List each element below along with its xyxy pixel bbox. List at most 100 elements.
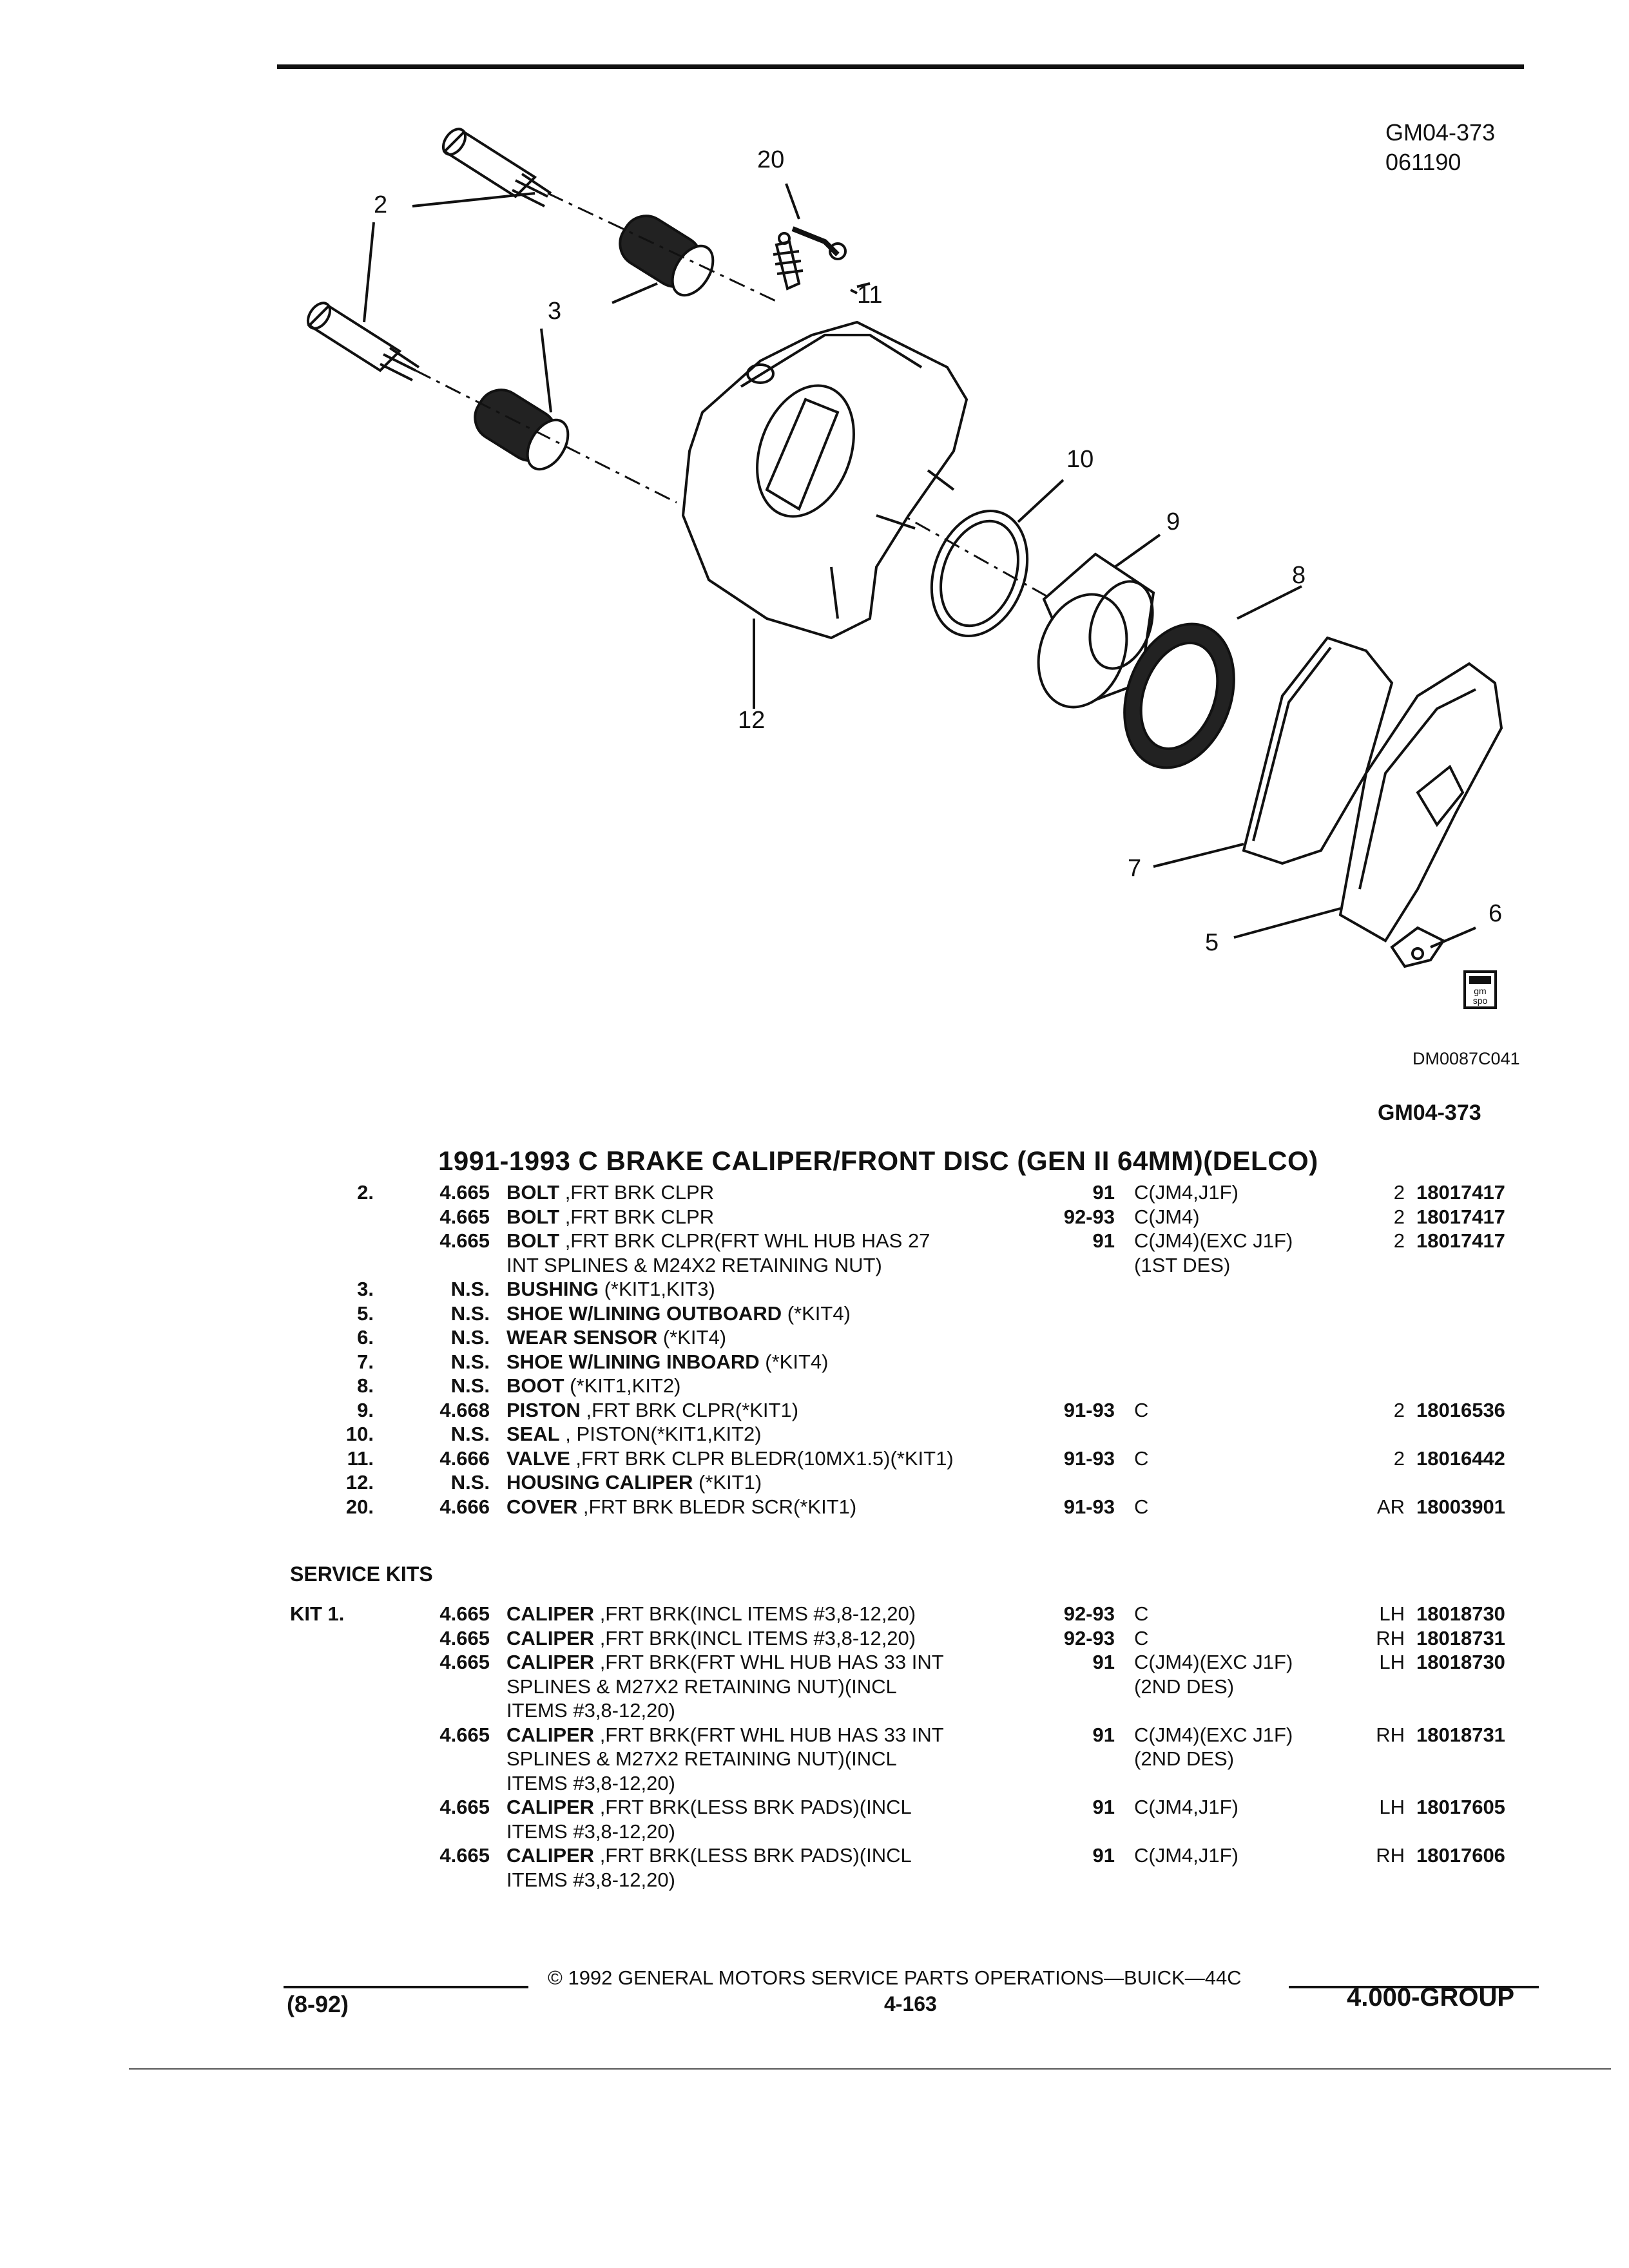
callout-10: 10: [1066, 446, 1094, 473]
option-code: C(JM4,J1F): [1134, 1181, 1239, 1204]
svg-text:spo: spo: [1473, 995, 1488, 1006]
part-name: HOUSING CALIPER: [506, 1471, 693, 1494]
kit-row: ITEMS #3,8-12,20): [0, 1820, 1629, 1844]
bolt-upper-drawing: [441, 128, 552, 207]
option-code: C(JM4,J1F): [1134, 1844, 1239, 1867]
part-description: CALIPER ,FRT BRK(LESS BRK PADS)(INCL: [506, 1795, 912, 1820]
part-detail: ,FRT BRK CLPR: [559, 1205, 715, 1228]
part-detail: ,FRT BRK(LESS BRK PADS)(INCL: [594, 1796, 912, 1818]
group-number: N.S.: [450, 1302, 490, 1325]
group-number: 4.668: [439, 1398, 490, 1421]
group-number: N.S.: [450, 1350, 490, 1373]
group-number: N.S.: [450, 1423, 490, 1445]
parts-row: 6.N.S.WEAR SENSOR (*KIT4): [0, 1325, 1629, 1350]
quantity: 2: [1393, 1229, 1405, 1252]
part-detail: SPLINES & M27X2 RETAINING NUT)(INCL: [506, 1675, 897, 1698]
part-number: 18003901: [1416, 1495, 1505, 1518]
part-description: ITEMS #3,8-12,20): [506, 1771, 675, 1796]
part-number: 18018731: [1416, 1723, 1505, 1746]
part-detail: ITEMS #3,8-12,20): [506, 1820, 675, 1843]
part-detail: ITEMS #3,8-12,20): [506, 1699, 675, 1722]
group-number: 4.665: [439, 1844, 490, 1867]
group-number: N.S.: [450, 1374, 490, 1397]
item-number: 20.: [345, 1495, 374, 1518]
quantity: 2: [1393, 1181, 1405, 1204]
part-name: BOOT: [506, 1374, 564, 1397]
part-number: 18017417: [1416, 1181, 1505, 1204]
part-name: CALIPER: [506, 1626, 595, 1649]
option-code: C: [1134, 1602, 1149, 1625]
quantity: RH: [1376, 1723, 1405, 1746]
item-number: KIT 1.: [290, 1602, 345, 1625]
option-code: C(JM4)(EXC J1F): [1134, 1229, 1293, 1252]
model-year: 92-93: [1063, 1626, 1115, 1649]
part-description: CALIPER ,FRT BRK(FRT WHL HUB HAS 33 INT: [506, 1723, 944, 1747]
part-name: VALVE: [506, 1446, 570, 1470]
bushing-lower-drawing: [474, 389, 570, 471]
footer-rule-right: [1289, 1986, 1539, 1988]
parts-row: 10.N.S.SEAL , PISTON(*KIT1,KIT2): [0, 1422, 1629, 1446]
part-description: CALIPER ,FRT BRK(FRT WHL HUB HAS 33 INT: [506, 1650, 944, 1675]
parts-row: 5.N.S.SHOE W/LINING OUTBOARD (*KIT4): [0, 1302, 1629, 1326]
part-description: SPLINES & M27X2 RETAINING NUT)(INCL: [506, 1747, 897, 1771]
part-name: WEAR SENSOR: [506, 1326, 658, 1349]
brake-caliper-exploded-diagram: 20 2 11 3 10 9 8 12 7 5 6 gm spo: [306, 128, 1503, 1009]
part-description: HOUSING CALIPER (*KIT1): [506, 1470, 762, 1495]
part-detail: (*KIT4): [657, 1326, 727, 1349]
illustration-code: DM0087C041: [1412, 1049, 1520, 1068]
quantity: RH: [1376, 1844, 1405, 1867]
part-description: BOLT ,FRT BRK CLPR: [506, 1205, 714, 1229]
part-detail: ,FRT BRK(INCL ITEMS #3,8-12,20): [594, 1626, 916, 1649]
gm-spo-logo: gm spo: [1463, 970, 1497, 1009]
piston-drawing: [1037, 552, 1155, 709]
parts-row: INT SPLINES & M24X2 RETAINING NUT) (1ST D…: [0, 1253, 1629, 1278]
part-description: COVER ,FRT BRK BLEDR SCR(*KIT1): [506, 1495, 856, 1519]
part-name: BOLT: [506, 1205, 560, 1228]
part-name: BOLT: [506, 1229, 560, 1252]
bleeder-valve-drawing: [773, 232, 804, 291]
part-name: CALIPER: [506, 1796, 595, 1818]
part-detail: (*KIT1,KIT3): [598, 1278, 715, 1300]
option-code: (1ST DES): [1134, 1253, 1231, 1276]
callout-8: 8: [1292, 562, 1306, 589]
item-number: 2.: [357, 1181, 374, 1204]
part-description: SHOE W/LINING INBOARD (*KIT4): [506, 1350, 828, 1374]
part-name: CALIPER: [506, 1844, 595, 1867]
callout-9: 9: [1166, 508, 1180, 535]
callout-7: 7: [1128, 855, 1141, 882]
quantity: 2: [1393, 1205, 1405, 1228]
model-year: 92-93: [1063, 1602, 1115, 1625]
part-detail: INT SPLINES & M24X2 RETAINING NUT): [506, 1253, 882, 1276]
callout-3: 3: [548, 298, 561, 325]
option-code: C(JM4,J1F): [1134, 1796, 1239, 1818]
part-number: 18016442: [1416, 1446, 1505, 1470]
callout-20: 20: [757, 146, 784, 173]
footer-copyright: © 1992 GENERAL MOTORS SERVICE PARTS OPER…: [548, 1966, 1242, 1989]
group-number: 4.665: [439, 1181, 490, 1204]
kit-row: SPLINES & M27X2 RETAINING NUT)(INCL (2ND …: [0, 1747, 1629, 1771]
callout-11: 11: [857, 282, 882, 309]
callout-2: 2: [374, 191, 387, 218]
part-number: 18017606: [1416, 1844, 1505, 1867]
option-code: (2ND DES): [1134, 1747, 1235, 1770]
item-number: 9.: [357, 1398, 374, 1421]
quantity: RH: [1376, 1626, 1405, 1649]
part-name: SEAL: [506, 1423, 560, 1445]
part-name: SHOE W/LINING OUTBOARD: [506, 1302, 782, 1325]
footer-rule-left: [284, 1986, 528, 1988]
part-name: COVER: [506, 1495, 578, 1518]
part-detail: ITEMS #3,8-12,20): [506, 1868, 675, 1891]
group-number: 4.665: [439, 1205, 490, 1228]
bolt-lower-drawing: [306, 302, 420, 381]
piston-boot-drawing: [1123, 622, 1235, 769]
group-number: N.S.: [450, 1278, 490, 1300]
group-number: 4.666: [439, 1446, 490, 1470]
part-detail: ,FRT BRK CLPR(*KIT1): [580, 1398, 799, 1421]
part-detail: ,FRT BRK(INCL ITEMS #3,8-12,20): [594, 1602, 916, 1625]
